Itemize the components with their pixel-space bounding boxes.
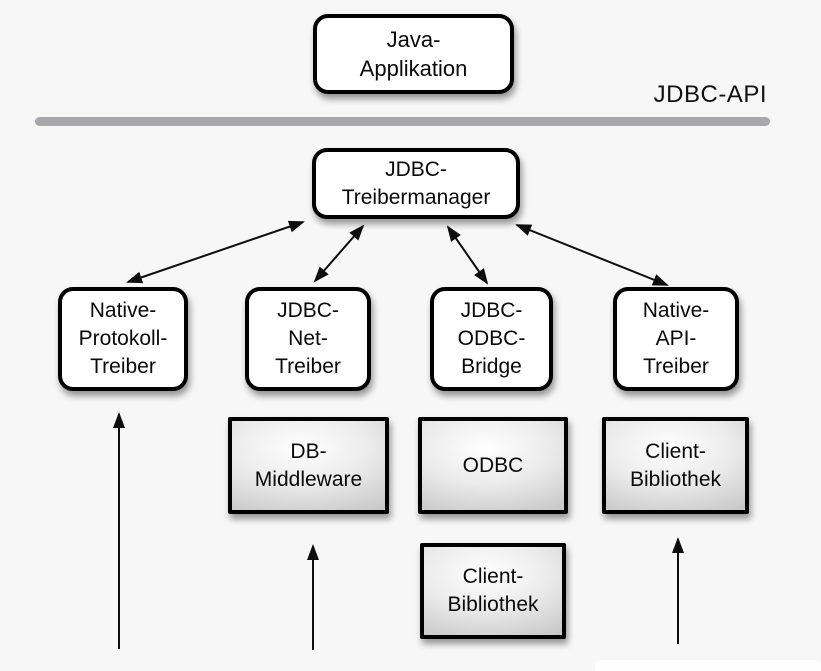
node-db-middleware: DB- Middleware [228, 417, 389, 514]
node-jdbc-driver-manager-label: JDBC- Treibermanager [341, 157, 491, 209]
node-jdbc-odbc-bridge-label: JDBC- ODBC- Bridge [457, 299, 526, 378]
node-jdbc-net-driver: JDBC- Net- Treiber [245, 287, 371, 391]
jdbc-api-label: JDBC-API [653, 81, 767, 108]
node-odbc: ODBC [418, 417, 568, 514]
node-native-api-driver-label: Native- API- Treiber [642, 299, 710, 378]
node-jdbc-odbc-bridge: JDBC- ODBC- Bridge [430, 287, 553, 391]
node-java-application-label: Java- Applikation [359, 26, 468, 81]
node-java-application: Java- Applikation [313, 14, 514, 94]
node-client-library-native: Client- Bibliothek [602, 417, 749, 514]
jdbc-api-divider-line [35, 117, 770, 126]
node-native-protocol-driver-label: Native- Protokoll- Treiber [78, 299, 168, 378]
node-client-library-under-odbc: Client- Bibliothek [420, 543, 566, 639]
node-native-protocol-driver: Native- Protokoll- Treiber [58, 287, 188, 391]
node-db-middleware-label: DB- Middleware [254, 439, 363, 491]
node-odbc-label: ODBC [462, 453, 524, 477]
node-client-library-native-label: Client- Bibliothek [629, 439, 722, 491]
cropped-box-edge-bottom-right [595, 660, 821, 671]
node-jdbc-net-driver-label: JDBC- Net- Treiber [275, 299, 341, 378]
edge-manager-native-protocol [126, 220, 305, 284]
node-jdbc-driver-manager: JDBC- Treibermanager [312, 148, 520, 219]
node-native-api-driver: Native- API- Treiber [613, 287, 739, 391]
edge-manager-jdbc-net [313, 224, 365, 283]
edge-manager-jdbc-odbc [446, 225, 489, 285]
node-client-library-under-odbc-label: Client- Bibliothek [447, 565, 539, 616]
edge-manager-native-api [515, 224, 669, 286]
